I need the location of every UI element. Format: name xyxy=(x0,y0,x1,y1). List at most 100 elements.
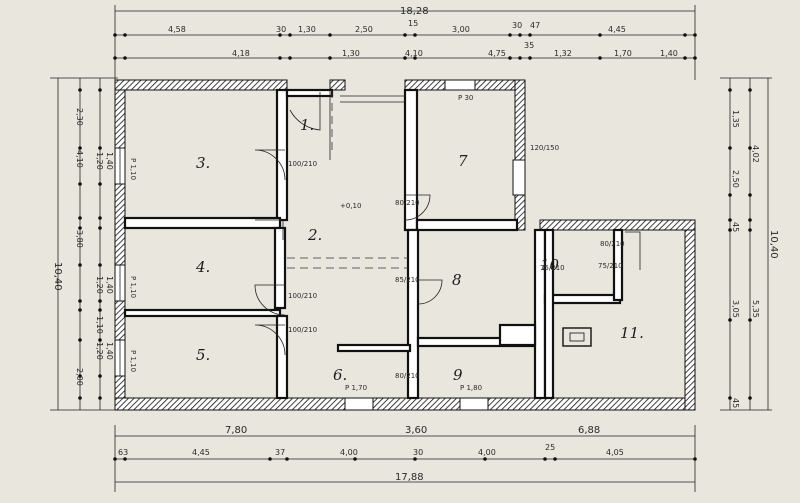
dimension-tick xyxy=(78,263,82,267)
svg-text:5,35: 5,35 xyxy=(751,300,760,318)
dimension-tick xyxy=(285,457,289,461)
dimension-tick xyxy=(98,146,102,150)
dimension-tick xyxy=(508,33,512,37)
dimension-tick xyxy=(78,374,82,378)
dimension-tick xyxy=(683,33,687,37)
room-1: 1. xyxy=(300,116,314,134)
dimension-tick xyxy=(328,56,332,60)
dimension-tick xyxy=(748,228,752,232)
svg-text:80/210: 80/210 xyxy=(395,372,420,380)
room-2: 2. xyxy=(307,226,322,244)
svg-text:3,60: 3,60 xyxy=(405,425,427,436)
overall-width-top: 18,28 xyxy=(400,6,429,17)
svg-text:45: 45 xyxy=(731,222,740,232)
svg-text:1,40: 1,40 xyxy=(105,342,114,360)
window-labels: P 1,10 P 1,10 P 1,10 P 30 P 1,70 P 1,80 xyxy=(129,94,482,392)
dimension-tick xyxy=(98,308,102,312)
svg-text:85/210: 85/210 xyxy=(395,276,420,284)
svg-text:4,18: 4,18 xyxy=(232,49,250,58)
dimension-tick xyxy=(78,216,82,220)
dimension-tick xyxy=(413,33,417,37)
svg-text:80/210: 80/210 xyxy=(600,240,625,248)
dimension-tick xyxy=(728,318,732,322)
svg-text:80/210: 80/210 xyxy=(395,199,420,207)
room-8: 8 xyxy=(452,271,462,289)
dimension-tick xyxy=(113,56,117,60)
dimension-tick xyxy=(683,56,687,60)
svg-text:1,35: 1,35 xyxy=(731,110,740,128)
dimension-tick xyxy=(508,56,512,60)
dimension-tick xyxy=(113,457,117,461)
svg-text:1,10: 1,10 xyxy=(95,316,104,334)
dimension-tick xyxy=(123,457,127,461)
svg-text:2,30: 2,30 xyxy=(75,108,84,126)
svg-text:2,00: 2,00 xyxy=(75,368,84,386)
svg-text:75/210: 75/210 xyxy=(540,264,565,272)
dimension-tick xyxy=(78,146,82,150)
svg-text:37: 37 xyxy=(275,448,285,457)
svg-text:3,05: 3,05 xyxy=(731,300,740,318)
svg-text:6,88: 6,88 xyxy=(578,425,600,436)
top-dimensions: 18,28 4,58 30 1,30 2,50 15 3,00 30 47 4,… xyxy=(113,5,697,80)
svg-text:30: 30 xyxy=(512,21,522,30)
svg-text:P 1,70: P 1,70 xyxy=(345,384,367,392)
svg-text:4,00: 4,00 xyxy=(478,448,496,457)
dimension-tick xyxy=(693,457,697,461)
dimension-tick xyxy=(98,263,102,267)
dimension-tick xyxy=(353,457,357,461)
dimension-tick xyxy=(748,193,752,197)
dimension-tick xyxy=(278,33,282,37)
svg-text:100/210: 100/210 xyxy=(288,292,317,300)
room-7: 7 xyxy=(458,152,468,170)
svg-text:10,40: 10,40 xyxy=(52,262,63,291)
dashed-guides xyxy=(287,80,408,269)
svg-text:2,50: 2,50 xyxy=(731,170,740,188)
svg-text:35: 35 xyxy=(524,41,534,50)
dimension-tick xyxy=(78,226,82,230)
room-3: 3. xyxy=(196,154,210,172)
svg-text:P 1,10: P 1,10 xyxy=(129,276,137,298)
svg-text:100/210: 100/210 xyxy=(288,326,317,334)
svg-text:1,40: 1,40 xyxy=(660,49,678,58)
svg-text:4,75: 4,75 xyxy=(488,49,506,58)
dimension-tick xyxy=(748,146,752,150)
svg-text:P 1,80: P 1,80 xyxy=(460,384,482,392)
svg-text:4,02: 4,02 xyxy=(751,145,760,163)
left-dimensions: 10,40 2,30 4,10 3,80 2,00 1,20 1,40 1,20… xyxy=(50,77,118,411)
dimension-tick xyxy=(98,182,102,186)
dimension-tick xyxy=(78,396,82,400)
dimension-tick xyxy=(728,218,732,222)
dimension-tick xyxy=(78,88,82,92)
room-4: 4. xyxy=(195,258,210,276)
bottom-dimensions: 7,80 3,60 6,88 63 4,45 37 4,00 30 4,00 2… xyxy=(113,425,697,492)
room-9: 9 xyxy=(453,366,463,384)
dimension-tick xyxy=(598,33,602,37)
stair-level: +0,10 xyxy=(340,202,361,210)
svg-text:3,80: 3,80 xyxy=(75,230,84,248)
dimension-tick xyxy=(728,88,732,92)
dimension-tick xyxy=(98,216,102,220)
svg-text:7,80: 7,80 xyxy=(225,425,247,436)
dimension-tick xyxy=(413,457,417,461)
room-labels: 3. 4. 5. 1. 2. 6. 7 8 9 10 11. xyxy=(195,116,644,384)
dimension-tick xyxy=(123,33,127,37)
doors xyxy=(254,92,641,356)
dimension-tick xyxy=(728,228,732,232)
dimension-tick xyxy=(113,33,117,37)
dimension-tick xyxy=(288,56,292,60)
dimension-tick xyxy=(693,56,697,60)
dimension-tick xyxy=(403,56,407,60)
dimension-tick xyxy=(518,56,522,60)
svg-text:P 30: P 30 xyxy=(458,94,473,102)
dimension-tick xyxy=(748,318,752,322)
dimension-tick xyxy=(328,33,332,37)
svg-text:30: 30 xyxy=(413,448,423,457)
right-dimensions: 1,35 4,02 2,50 3,05 5,35 10,40 45 45 xyxy=(720,77,779,411)
dimension-tick xyxy=(268,457,272,461)
svg-text:4,45: 4,45 xyxy=(608,25,626,34)
windows xyxy=(114,79,526,411)
dimension-tick xyxy=(598,56,602,60)
svg-text:4,58: 4,58 xyxy=(168,25,186,34)
room-5: 5. xyxy=(196,346,210,364)
